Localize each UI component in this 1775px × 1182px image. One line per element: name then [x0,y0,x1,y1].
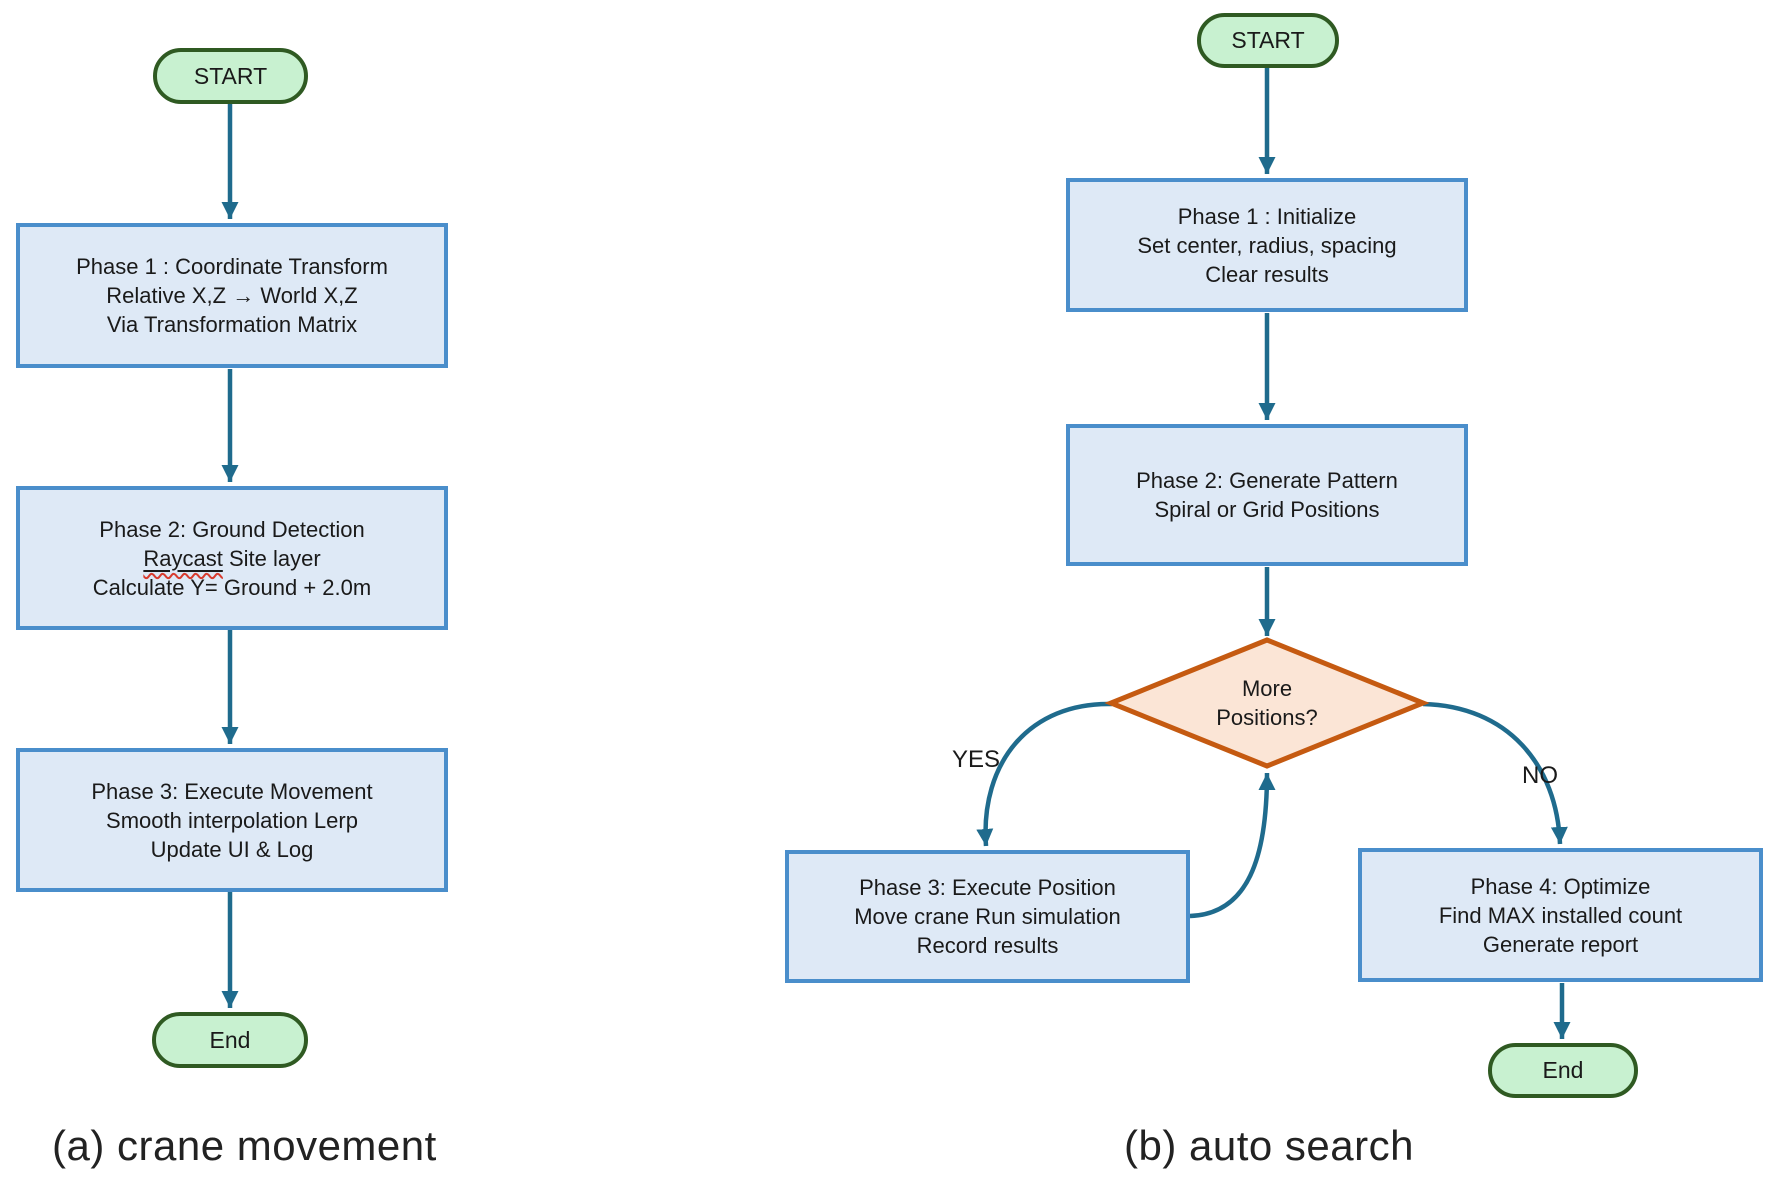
text-line: More [1241,676,1293,701]
text-line: Phase 2: Ground Detection [99,516,365,542]
text-line: Phase 3: Execute Movement [91,778,373,804]
arrow-b-decision-yes-to-phase3 [976,701,1113,847]
text-line: Spiral or Grid Positions [1154,497,1380,522]
text-line: Generate report [1482,931,1639,957]
process-a-phase3: Phase 3: Execute Movement Smooth interpo… [16,748,448,892]
arrow-b-decision-no-to-phase4 [1422,701,1568,845]
process-b-phase3: Phase 3: Execute Position Move crane Run… [785,850,1190,983]
text-line: Smooth interpolation Lerp [106,807,358,833]
process-a-phase2: Phase 2: Ground Detection Raycast Site l… [16,486,448,630]
text-line: Find MAX installed count [1438,902,1683,928]
process-b-phase4: Phase 4: Optimize Find MAX installed cou… [1358,848,1763,982]
arrow-b-phase3-loop-to-decision [1189,772,1276,919]
terminal-label: End [1542,1057,1584,1083]
terminal-end-a: End [152,1012,308,1068]
text-line: Phase 1 : Initialize [1177,203,1357,229]
text-line: Relative X,Z → World X,Z [106,283,358,308]
text-line: Move crane Run simulation [854,904,1121,929]
terminal-label: START [1231,27,1305,53]
edge-label-no: NO [1522,762,1558,789]
terminal-start-a: START [153,48,308,104]
text-line: Phase 4: Optimize [1470,873,1651,899]
decision-diamond [1104,637,1430,769]
text-line: Set center, radius, spacing [1137,232,1397,258]
terminal-end-b: End [1488,1043,1638,1098]
text-line: Phase 2: Generate Pattern [1136,468,1398,493]
text-line: Positions? [1216,705,1318,730]
text-line: Phase 1 : Coordinate Transform [76,254,388,279]
terminal-label: End [209,1026,251,1053]
text-line: Phase 3: Execute Position [859,875,1116,900]
terminal-start-b: START [1197,13,1339,68]
edge-label-yes: YES [952,746,1001,773]
text-line: Clear results [1205,261,1329,287]
decision-more-positions-label: More Positions? [1187,674,1347,732]
caption-b: (b) auto search [1124,1122,1414,1169]
text-line: Raycast Site layer [143,544,320,573]
terminal-label: START [193,62,268,89]
text-line: Via Transformation Matrix [106,312,358,337]
process-b-phase2: Phase 2: Generate Pattern Spiral or Grid… [1066,424,1468,566]
misspelled-word: Raycast [143,545,223,571]
text-line-rest: Site layer [222,545,321,571]
text-line: Record results [916,933,1059,958]
text-line: Update UI & Log [150,836,314,862]
process-b-phase1: Phase 1 : Initialize Set center, radius,… [1066,178,1468,312]
process-a-phase1: Phase 1 : Coordinate Transform Relative … [16,223,448,368]
caption-a: (a) crane movement [52,1122,437,1169]
text-line: Calculate Y= Ground + 2.0m [92,574,372,600]
